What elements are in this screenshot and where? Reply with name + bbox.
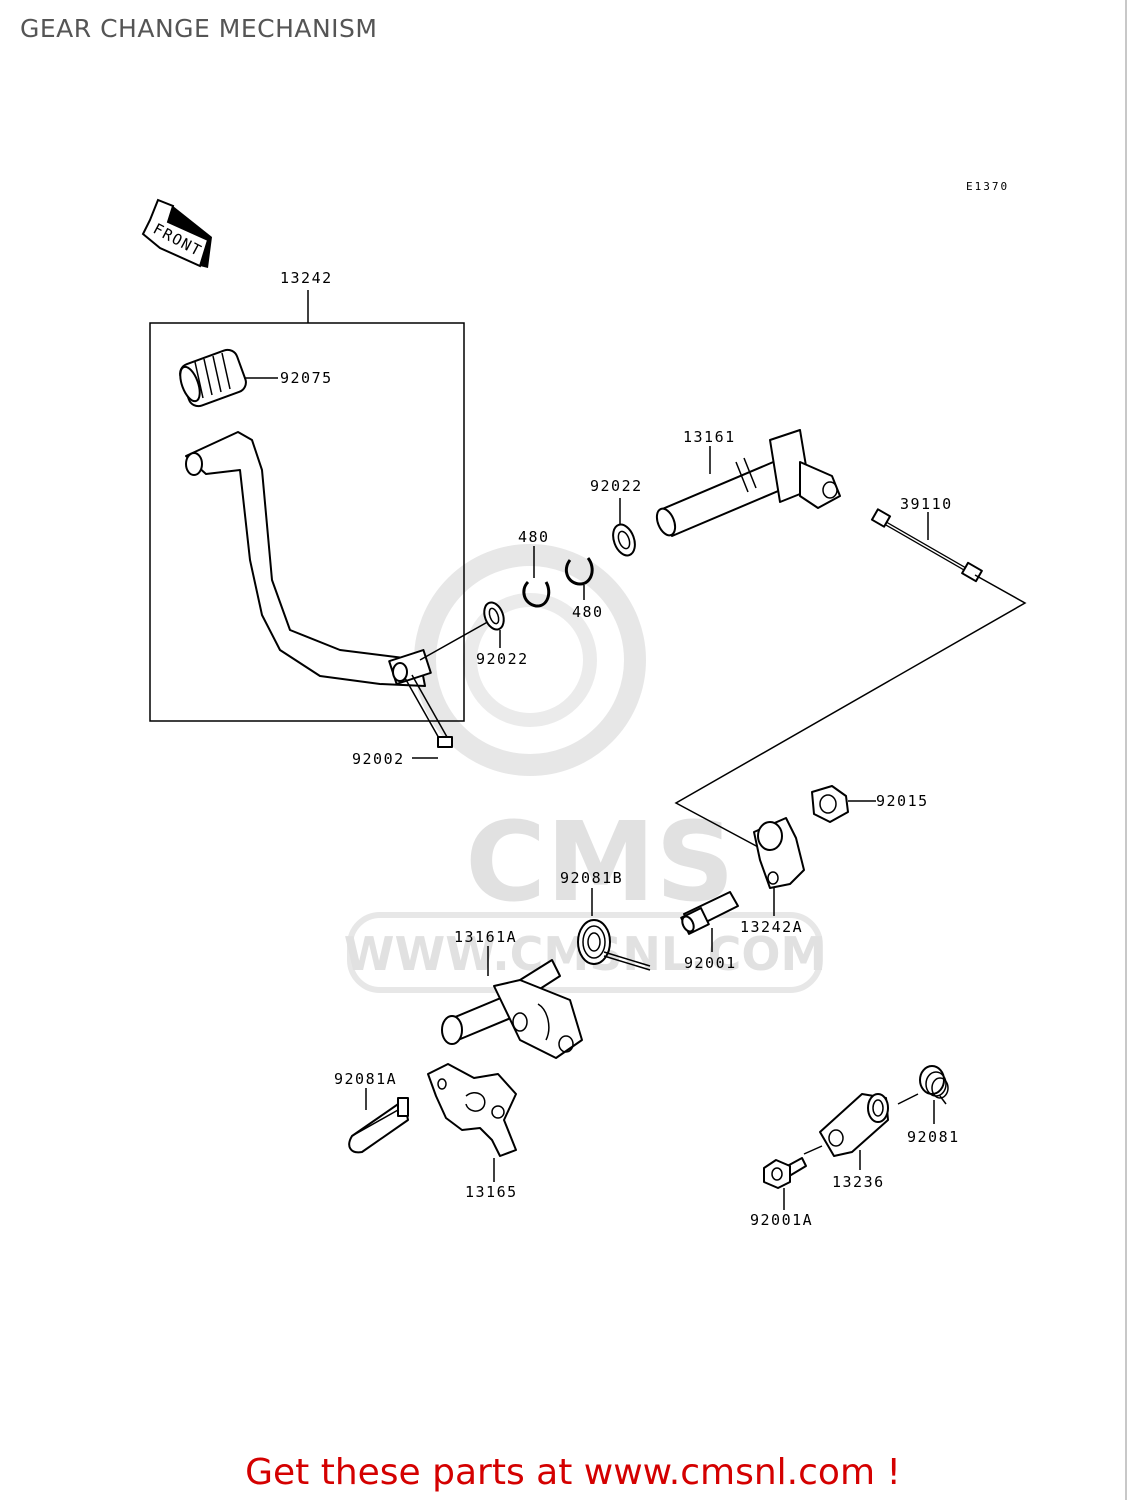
spring-92081B <box>577 919 651 971</box>
page-title: GEAR CHANGE MECHANISM <box>20 14 378 43</box>
pedal-rubber <box>179 348 247 408</box>
washer-92022-upper <box>612 523 636 557</box>
watermark: CMS WWW.CMSNL.COM <box>344 544 826 993</box>
promo-link[interactable]: Get these parts at www.cmsnl.com ! <box>245 1452 901 1493</box>
circlip-480-a <box>522 580 551 608</box>
label-480-b: 480 <box>572 603 604 621</box>
label-39110: 39110 <box>900 495 953 513</box>
label-480-a: 480 <box>518 528 550 546</box>
diagram-code: E1370 <box>966 180 1009 193</box>
label-92022-upper: 92022 <box>590 477 643 495</box>
page-border <box>1125 0 1127 1500</box>
shift-pedal <box>185 431 432 687</box>
label-92015: 92015 <box>876 792 929 810</box>
label-92002: 92002 <box>352 750 405 768</box>
label-13161: 13161 <box>683 428 736 446</box>
label-92001: 92001 <box>684 954 737 972</box>
label-92081B: 92081B <box>560 869 623 887</box>
spring-92081 <box>919 1065 949 1105</box>
label-13236: 13236 <box>832 1173 885 1191</box>
bolt-92001A <box>763 1157 807 1189</box>
label-13165: 13165 <box>465 1183 518 1201</box>
guide-plate <box>427 1063 517 1157</box>
shift-shaft <box>655 429 841 537</box>
tie-rod <box>870 508 983 583</box>
stud-92001 <box>680 891 739 935</box>
pedal-assembly-box <box>149 322 465 722</box>
nut-92015 <box>811 785 849 823</box>
stopper-arm <box>819 1093 889 1157</box>
washer-92022-lower <box>483 601 505 631</box>
label-13242A: 13242A <box>740 918 803 936</box>
front-arrow-icon: FRONT <box>141 198 212 268</box>
shift-arm <box>753 817 805 889</box>
clip-92081A <box>348 1097 409 1154</box>
circlip-480-b <box>564 557 594 586</box>
shift-lever-assembly <box>441 959 583 1059</box>
label-92001A: 92001A <box>750 1211 813 1229</box>
label-92081: 92081 <box>907 1128 960 1146</box>
label-13161A: 13161A <box>454 928 517 946</box>
label-92075: 92075 <box>280 369 333 387</box>
watermark-logo: CMS <box>465 798 734 926</box>
label-92022-lower: 92022 <box>476 650 529 668</box>
parts-diagram: CMS WWW.CMSNL.COM E1370 FRONT 13242 9207… <box>141 180 1027 1229</box>
label-92081A: 92081A <box>334 1070 397 1088</box>
label-13242: 13242 <box>280 269 333 287</box>
